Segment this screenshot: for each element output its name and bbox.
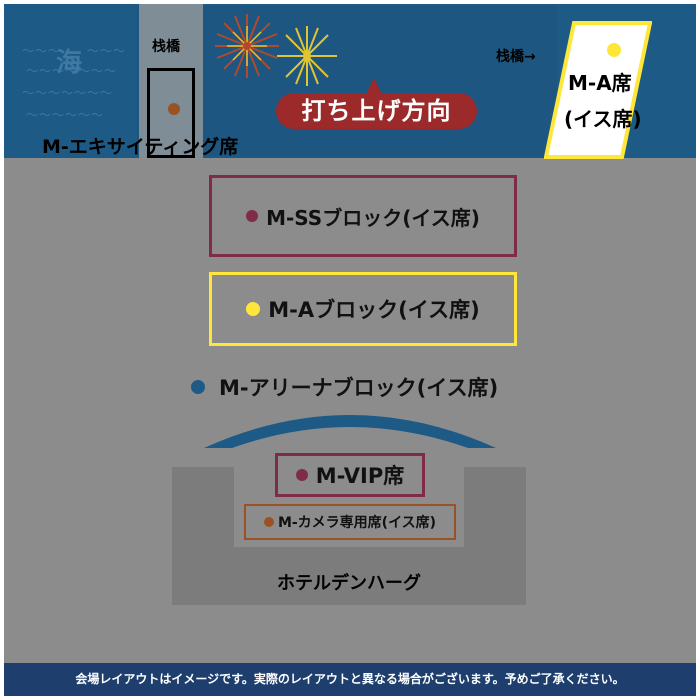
vip-block[interactable]: M-VIP席 xyxy=(275,453,425,497)
sea-label: 海 xyxy=(56,48,83,78)
pier-right-label: 栈橋→ xyxy=(496,49,536,65)
ma-seat-area-shape xyxy=(544,21,652,159)
vip-block-dot xyxy=(295,469,308,481)
wave-icon: 〜〜〜 〜〜〜 xyxy=(22,44,127,58)
hotel-courtyard xyxy=(234,467,464,547)
fireworks-icon xyxy=(215,14,337,86)
pier-left-label: 栈橋 xyxy=(152,39,180,55)
ss-block[interactable]: M-SSブロック(イス席) xyxy=(209,175,517,257)
hotel-label: ホテルデンハーグ xyxy=(277,573,421,594)
ss-block-dot xyxy=(246,210,259,222)
sea-area-center xyxy=(137,6,557,156)
exciting-seat-label: M-エキサイティング席 xyxy=(42,136,239,158)
a-block[interactable]: M-Aブロック(イス席) xyxy=(209,272,517,346)
launch-direction-label: 打ち上げ方向 xyxy=(276,93,477,129)
camera-block-dot xyxy=(263,517,274,527)
wave-icon: 〜〜〜〜〜〜〜 xyxy=(22,86,114,100)
wave-icon: 〜〜〜〜〜〜〜 xyxy=(26,64,118,78)
ss-block-label: M-SSブロック(イス席) xyxy=(266,205,480,230)
arena-block-dot xyxy=(191,380,205,394)
venue-map: 〜〜〜 〜〜〜 〜〜〜〜〜〜〜 〜〜〜〜〜〜〜 〜〜〜〜〜〜 海 栈橋 xyxy=(4,4,696,696)
camera-block-label: M-カメラ専用席(イス席) xyxy=(277,515,437,531)
a-block-label: M-Aブロック(イス席) xyxy=(268,298,480,322)
wave-icon: 〜〜〜〜〜〜 xyxy=(26,108,105,122)
camera-block[interactable]: M-カメラ専用席(イス席) xyxy=(244,504,456,540)
layout-disclaimer: 会場レイアウトはイメージです。実際のレイアウトと異なる場合がございます。予めご了… xyxy=(4,663,696,696)
ma-seat-area[interactable] xyxy=(544,21,652,159)
pier-marker xyxy=(168,103,180,115)
arena-block-label-group[interactable]: M-アリーナブロック(イス席) xyxy=(191,372,498,402)
vip-block-label: M-VIP席 xyxy=(315,464,405,488)
arrow-up-icon xyxy=(365,78,383,96)
arena-block-area[interactable] xyxy=(200,402,500,452)
ma-seat-label: M-A席 xyxy=(568,71,632,95)
arena-block-label: M-アリーナブロック(イス席) xyxy=(219,376,499,400)
ma-seat-dot xyxy=(607,43,621,57)
ma-seat-sublabel: (イス席) xyxy=(564,107,642,131)
a-block-dot xyxy=(246,302,261,316)
